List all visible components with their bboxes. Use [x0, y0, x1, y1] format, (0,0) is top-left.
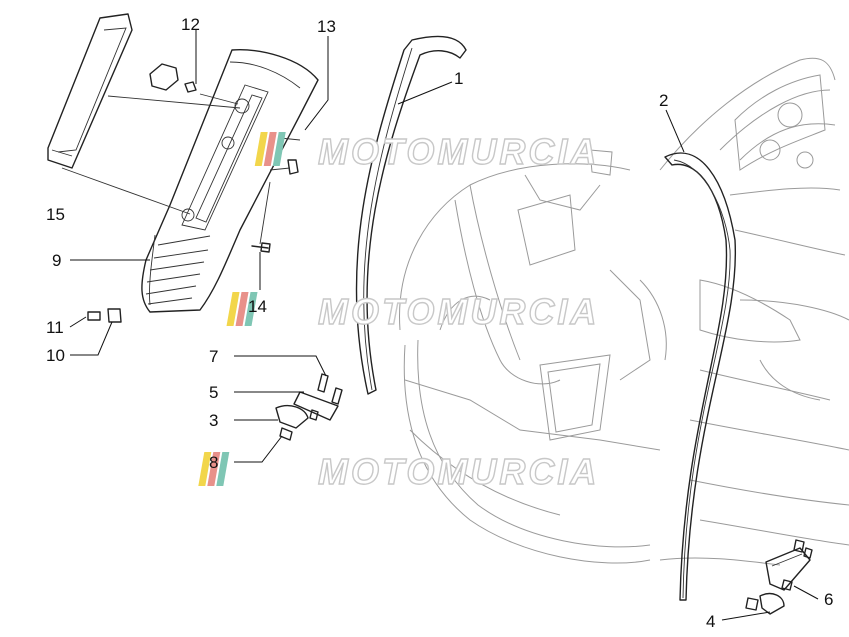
- watermark-bottom: MOTOMURCIA: [198, 450, 599, 493]
- assembly-guide-lines: [61, 93, 291, 245]
- watermark-text: MOTOMURCIA: [318, 291, 599, 332]
- label-4: 4: [706, 612, 715, 631]
- watermark-stripe: [235, 292, 249, 326]
- part-14-screw: [251, 242, 271, 253]
- watermark-stripe: [198, 452, 212, 486]
- parts-3-5-7-8-left-clip-assembly: [275, 373, 343, 441]
- label-6: 6: [824, 590, 833, 609]
- label-3: 3: [209, 411, 218, 430]
- label-1: 1: [454, 69, 463, 88]
- watermark-top: MOTOMURCIA: [254, 130, 599, 173]
- label-7: 7: [209, 347, 218, 366]
- watermark-stripe: [216, 452, 230, 486]
- label-13: 13: [317, 17, 336, 36]
- label-8: 8: [209, 453, 218, 472]
- label-15: 15: [46, 205, 65, 224]
- scooter-body-outline: [399, 57, 849, 566]
- part-2-right-edge-trim: [664, 152, 737, 601]
- label-5: 5: [209, 383, 218, 402]
- label-10: 10: [46, 346, 65, 365]
- label-14: 14: [248, 297, 267, 316]
- part-9-central-panel: [141, 49, 319, 313]
- parts-10-11-spacer-screw: [87, 308, 122, 323]
- watermark-stripe: [207, 452, 221, 486]
- part-number-labels: 12 13 1 2 15 9 14 11 10 7 5 3 8 4 6: [46, 15, 833, 631]
- watermark-stripe: [244, 292, 258, 326]
- leader-lines: [69, 30, 819, 621]
- watermark-text: MOTOMURCIA: [318, 451, 599, 492]
- part-12-cap-nut: [149, 63, 197, 93]
- watermark-stripe: [272, 132, 286, 166]
- label-12: 12: [181, 15, 200, 34]
- watermark-middle: MOTOMURCIA: [226, 290, 599, 333]
- watermark-stripe: [254, 132, 268, 166]
- label-2: 2: [659, 91, 668, 110]
- label-9: 9: [52, 251, 61, 270]
- label-11: 11: [46, 318, 64, 337]
- watermark-text: MOTOMURCIA: [318, 131, 599, 172]
- watermark-stripe: [226, 292, 240, 326]
- part-15-cover-strip: [47, 13, 133, 169]
- parts-4-6-right-clip-assembly: [745, 539, 813, 615]
- watermark-stripe: [263, 132, 277, 166]
- part-1-left-edge-trim: [355, 35, 467, 395]
